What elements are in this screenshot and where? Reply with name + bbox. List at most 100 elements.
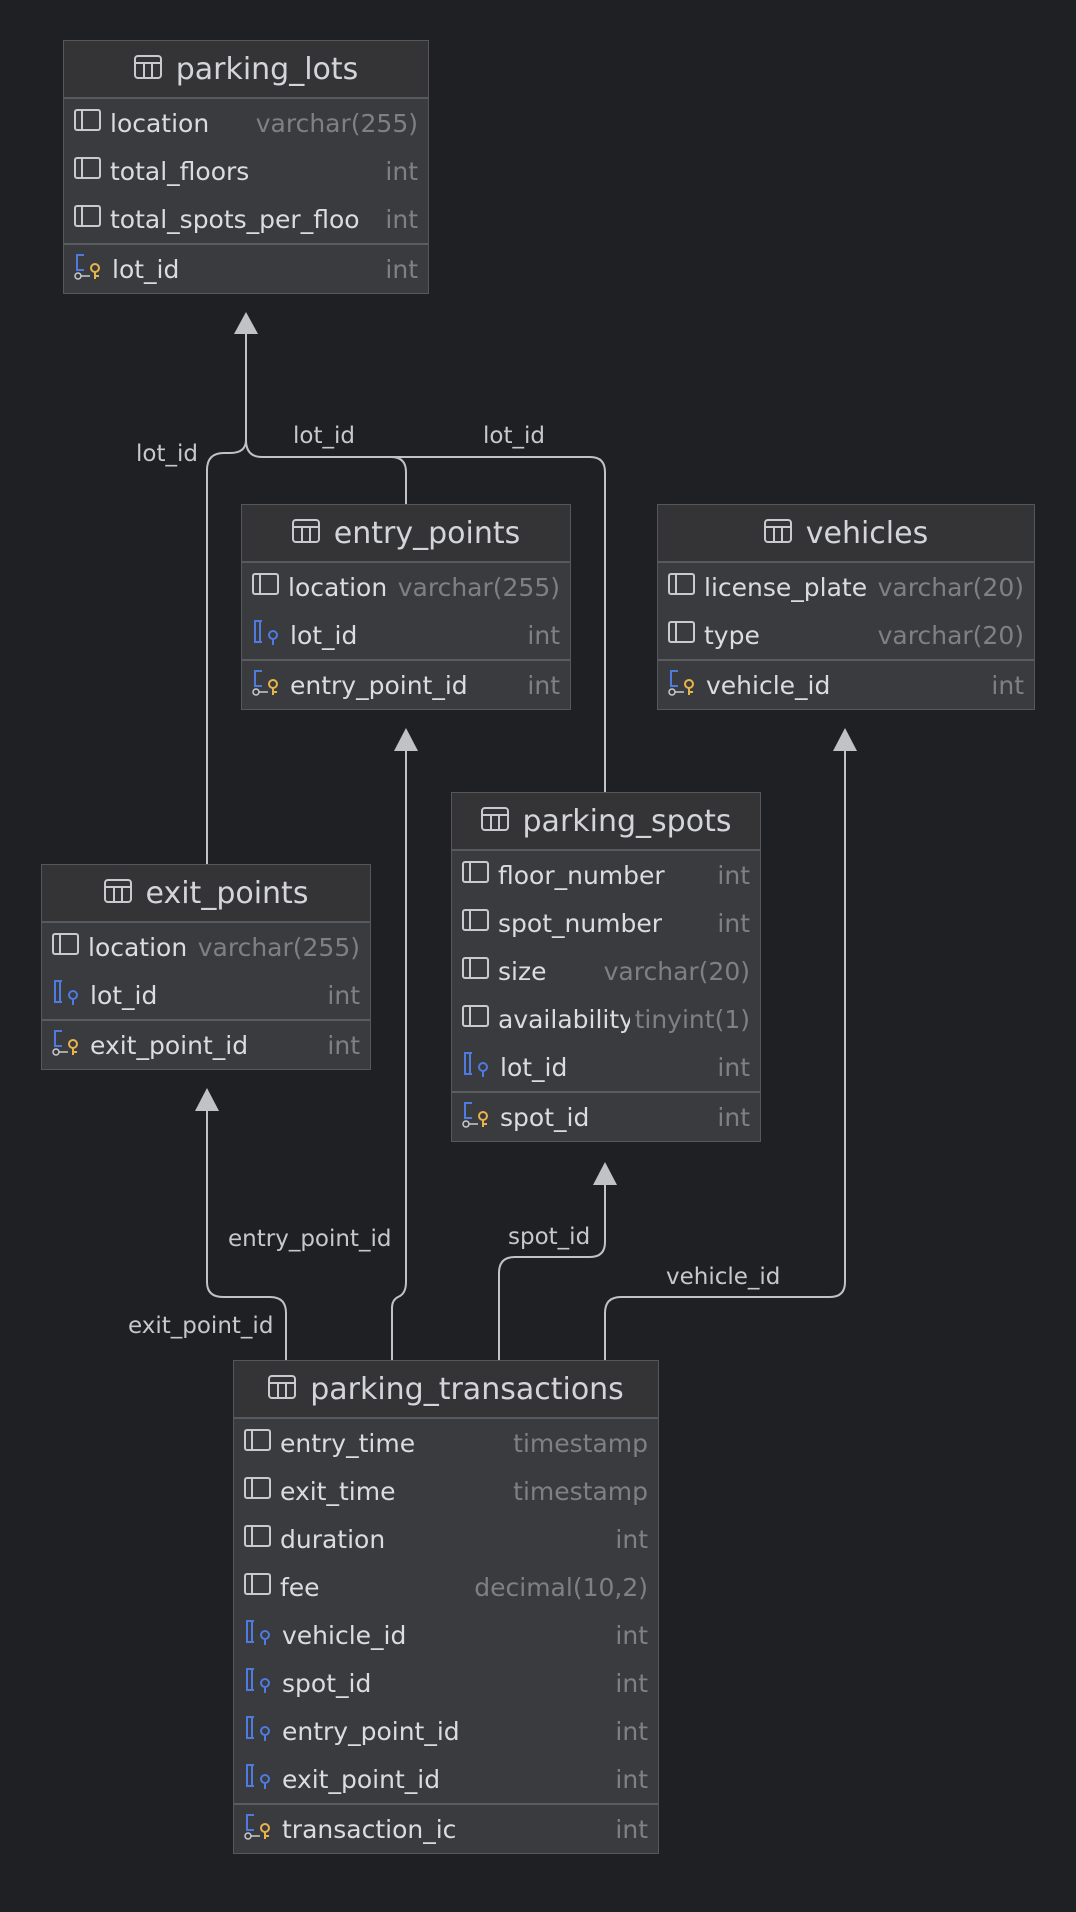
edge-entry-points-to-parking-lots[interactable] [245,439,407,505]
column-type: int [327,1030,360,1060]
foreign-key-icon [244,1714,274,1748]
edge-transactions-to-parking-spots[interactable] [498,1182,606,1361]
column-name: license_plate [704,572,868,602]
table-icon [103,876,132,911]
edge-label-entry-to-lots: lot_id [293,423,355,449]
primary-key-icon [252,668,282,702]
foreign-key-icon [244,1618,274,1652]
table-name: parking_lots [175,51,359,87]
column-icon [462,908,490,938]
arrowhead-entry-points [394,728,418,751]
table-exit-points[interactable]: exit_points location varchar(255) lot_id… [41,864,371,1070]
column-row[interactable]: total_floors int [64,147,428,195]
table-vehicles[interactable]: vehicles license_plate varchar(20) type … [657,504,1035,710]
column-row[interactable]: spot_id int [234,1659,658,1707]
edge-exit-points-to-parking-lots[interactable] [206,326,247,865]
column-row[interactable]: fee decimal(10,2) [234,1563,658,1611]
table-name: vehicles [805,515,929,551]
table-name: entry_points [333,515,521,551]
column-row[interactable]: total_spots_per_floo int [64,195,428,243]
table-icon [291,516,320,551]
column-row[interactable]: vehicle_id int [234,1611,658,1659]
table-entry-points[interactable]: entry_points location varchar(255) lot_i… [241,504,571,710]
column-row[interactable]: entry_point_id int [234,1707,658,1755]
table-name: exit_points [145,875,309,911]
column-row[interactable]: license_plate varchar(20) [658,563,1034,611]
column-icon [74,108,102,138]
column-row[interactable]: exit_time timestamp [234,1467,658,1515]
column-type: int [717,1102,750,1132]
foreign-key-icon [244,1762,274,1796]
primary-key-row[interactable]: spot_id int [452,1091,760,1141]
column-icon [244,1476,272,1506]
table-parking-lots[interactable]: parking_lots location varchar(255) total… [63,40,429,294]
column-name: floor_number [498,860,665,890]
edge-label-transactions-to-spots: spot_id [508,1224,591,1250]
table-header[interactable]: parking_spots [452,793,760,851]
column-type: int [615,1716,648,1746]
column-type: varchar(255) [255,108,418,138]
arrowhead-exit-points [195,1088,219,1111]
column-row[interactable]: lot_id int [452,1043,760,1091]
edge-label-spots-to-lots: lot_id [483,423,545,449]
column-name: exit_time [280,1476,396,1506]
table-parking-transactions[interactable]: parking_transactions entry_time timestam… [233,1360,659,1854]
column-name: location [88,932,188,962]
column-row[interactable]: type varchar(20) [658,611,1034,659]
column-row[interactable]: location varchar(255) [64,99,428,147]
column-name: entry_point_id [282,1716,460,1746]
edge-label-transactions-to-entry: entry_point_id [228,1226,392,1252]
column-type: int [615,1814,648,1844]
edge-transactions-to-vehicles[interactable] [604,747,846,1361]
table-header[interactable]: parking_transactions [234,1361,658,1419]
table-header[interactable]: vehicles [658,505,1034,563]
column-icon [244,1428,272,1458]
table-name: parking_spots [522,803,732,839]
column-type: varchar(255) [397,572,560,602]
column-icon [668,620,696,650]
column-type: int [615,1764,648,1794]
column-type: varchar(255) [197,932,360,962]
column-row[interactable]: lot_id int [242,611,570,659]
primary-key-row[interactable]: exit_point_id int [42,1019,370,1069]
foreign-key-icon [252,618,282,652]
column-row[interactable]: entry_time timestamp [234,1419,658,1467]
column-name: location [110,108,210,138]
column-row[interactable]: exit_point_id int [234,1755,658,1803]
column-type: decimal(10,2) [474,1572,648,1602]
edge-transactions-to-exit-points[interactable] [206,1103,287,1361]
column-row[interactable]: size varchar(20) [452,947,760,995]
column-name: availability [498,1004,630,1034]
column-type: int [717,860,750,890]
primary-key-row[interactable]: lot_id int [64,243,428,293]
column-row[interactable]: location varchar(255) [42,923,370,971]
column-name: size [498,956,547,986]
primary-key-row[interactable]: transaction_ic int [234,1803,658,1853]
column-type: int [615,1668,648,1698]
table-header[interactable]: parking_lots [64,41,428,99]
foreign-key-icon [462,1050,492,1084]
primary-key-row[interactable]: entry_point_id int [242,659,570,709]
column-row[interactable]: duration int [234,1515,658,1563]
primary-key-icon [244,1812,274,1846]
column-row[interactable]: lot_id int [42,971,370,1019]
column-row[interactable]: availability tinyint(1) [452,995,760,1043]
column-icon [462,860,490,890]
column-row[interactable]: location varchar(255) [242,563,570,611]
table-icon [763,516,792,551]
column-row[interactable]: floor_number int [452,851,760,899]
table-header[interactable]: entry_points [242,505,570,563]
column-row[interactable]: spot_number int [452,899,760,947]
edge-parking-spots-to-parking-lots[interactable] [262,456,606,793]
column-name: fee [280,1572,320,1602]
table-header[interactable]: exit_points [42,865,370,923]
column-name: lot_id [112,254,180,284]
column-icon [244,1572,272,1602]
foreign-key-icon [52,978,82,1012]
primary-key-row[interactable]: vehicle_id int [658,659,1034,709]
table-parking-spots[interactable]: parking_spots floor_number int spot_numb… [451,792,761,1142]
edge-transactions-to-entry-points[interactable] [391,747,407,1361]
column-type: varchar(20) [603,956,750,986]
column-type: varchar(20) [877,620,1024,650]
arrowhead-parking-lots [234,312,258,334]
